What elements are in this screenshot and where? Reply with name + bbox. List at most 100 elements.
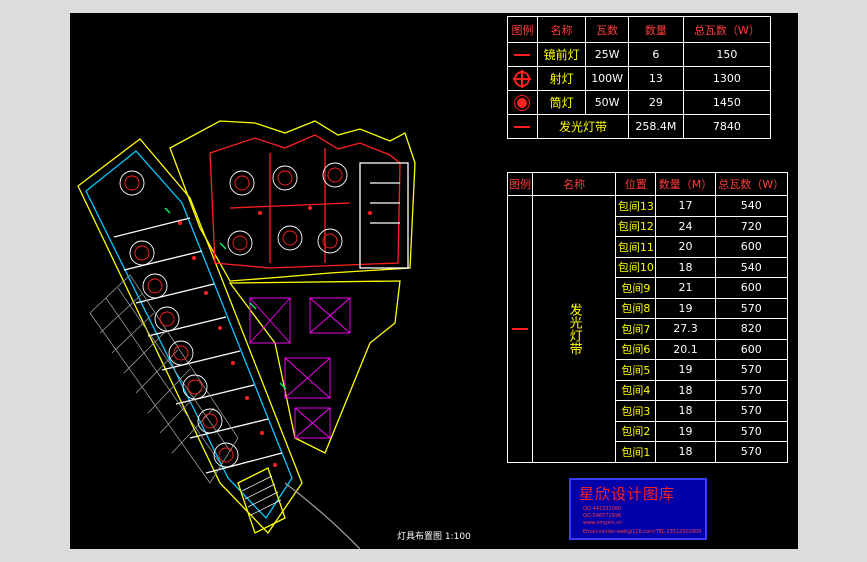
strip-header-cell: 总瓦数（W） (714, 172, 788, 196)
strip-qty: 19 (655, 297, 716, 319)
strip-position: 包间2 (615, 420, 657, 442)
downlight-marks (178, 206, 372, 467)
strip-total: 720 (714, 215, 788, 237)
strip-header-cell: 数量（M） (655, 172, 716, 196)
legend-row: 筒灯 50W 29 1450 (507, 90, 772, 115)
strip-qty: 19 (655, 420, 716, 442)
legend-name: 筒灯 (536, 90, 587, 115)
legend-symbol-cell (507, 114, 538, 139)
strip-position: 包间5 (615, 359, 657, 381)
strip-position: 包间1 (615, 441, 657, 463)
logo-line: QQ:596571596 (583, 513, 622, 519)
legend-row: 镜前灯 25W 6 150 (507, 42, 772, 67)
legend-row: 发光灯带 258.4M 7840 (507, 114, 772, 139)
legend-symbol-cell (507, 66, 538, 91)
strip-position: 包间10 (615, 256, 657, 278)
logo-line: Email:xinlian-web@126.com/TEL:1351250280… (583, 529, 702, 535)
strip-total: 540 (714, 256, 788, 278)
legend-watt: 100W (585, 66, 630, 91)
legend-total: 7840 (682, 114, 772, 139)
strip-total: 570 (714, 400, 788, 422)
legend-qty: 13 (628, 66, 684, 91)
strip-total: 570 (714, 420, 788, 442)
watermark-logo: 星欣设计图库 QQ:447232080 QQ:596571596 www.xin… (569, 478, 707, 540)
strip-qty: 19 (655, 359, 716, 381)
strip-header-cell: 图例 (507, 172, 533, 196)
legend-total: 1300 (682, 66, 772, 91)
lower-block-outline (228, 280, 401, 454)
legend-total: 1450 (682, 90, 772, 115)
logo-line: QQ:447232080 (583, 506, 622, 512)
strip-qty: 24 (655, 215, 716, 237)
strip-total: 570 (714, 359, 788, 381)
legend-name: 镜前灯 (536, 42, 587, 67)
drawing-caption: 灯具布置图 1:100 (397, 532, 471, 542)
legend-symbol-cell (507, 42, 538, 67)
upper-block-outline (169, 120, 416, 282)
strip-position: 包间8 (615, 297, 657, 319)
legend-watt: 50W (585, 90, 630, 115)
strip-total: 600 (714, 236, 788, 258)
strip-position: 包间7 (615, 318, 657, 340)
circuit-wiring (209, 134, 401, 269)
strip-symbol-cell (507, 195, 533, 463)
strip-qty: 18 (655, 379, 716, 401)
legend-symbol-cell (507, 90, 538, 115)
strip-qty: 20.1 (655, 338, 716, 360)
strip-qty: 18 (655, 256, 716, 278)
legend-header-row: 图例 名称 瓦数 数量 总瓦数（W） (507, 16, 772, 43)
strip-position: 包间4 (615, 379, 657, 401)
strip-header-row: 图例 名称 位置 数量（M） 总瓦数（W） (507, 172, 788, 196)
legend-name: 射灯 (536, 66, 587, 91)
legend-qty: 258.4M (628, 114, 684, 139)
legend-qty: 29 (628, 90, 684, 115)
strip-total: 570 (714, 441, 788, 463)
logo-title: 星欣设计图库 (579, 485, 676, 503)
strip-position: 包间6 (615, 338, 657, 360)
legend-qty: 6 (628, 42, 684, 67)
strip-qty: 18 (655, 441, 716, 463)
spotlight-cross-icon (513, 69, 532, 88)
strip-position: 包间12 (615, 215, 657, 237)
strip-position: 包间11 (615, 236, 657, 258)
strip-total: 570 (714, 297, 788, 319)
strip-position: 包间9 (615, 277, 657, 299)
legend-header-cell: 图例 (507, 16, 538, 43)
strip-total: 820 (714, 318, 788, 340)
curved-boundary (284, 482, 361, 549)
outdoor-hatch (89, 274, 239, 484)
strip-qty: 27.3 (655, 318, 716, 340)
strip-qty: 17 (655, 195, 716, 217)
stair-outline (237, 467, 286, 534)
floor-plan (77, 120, 416, 549)
legend-header-cell: 瓦数 (585, 16, 630, 43)
legend-total: 150 (682, 42, 772, 67)
green-marks (164, 207, 287, 390)
wing-inner-wall (85, 150, 293, 520)
strip-position: 包间3 (615, 400, 657, 422)
logo-line: www.xingxin.cn (583, 520, 623, 526)
legend-header-cell: 数量 (628, 16, 684, 43)
strip-total: 540 (714, 195, 788, 217)
strip-total: 600 (714, 277, 788, 299)
strip-qty: 20 (655, 236, 716, 258)
strip-total: 600 (714, 338, 788, 360)
strip-qty: 18 (655, 400, 716, 422)
strip-total: 570 (714, 379, 788, 401)
downlight-dot-icon (517, 98, 528, 108)
drawing-canvas: 图例 名称 瓦数 数量 总瓦数（W） 镜前灯 25W 6 150 射灯 100W… (70, 13, 798, 549)
wing-outline (77, 138, 303, 535)
strip-header-cell: 位置 (615, 172, 657, 196)
red-line-icon (511, 328, 528, 331)
lower-block-magenta-lines (249, 297, 351, 439)
